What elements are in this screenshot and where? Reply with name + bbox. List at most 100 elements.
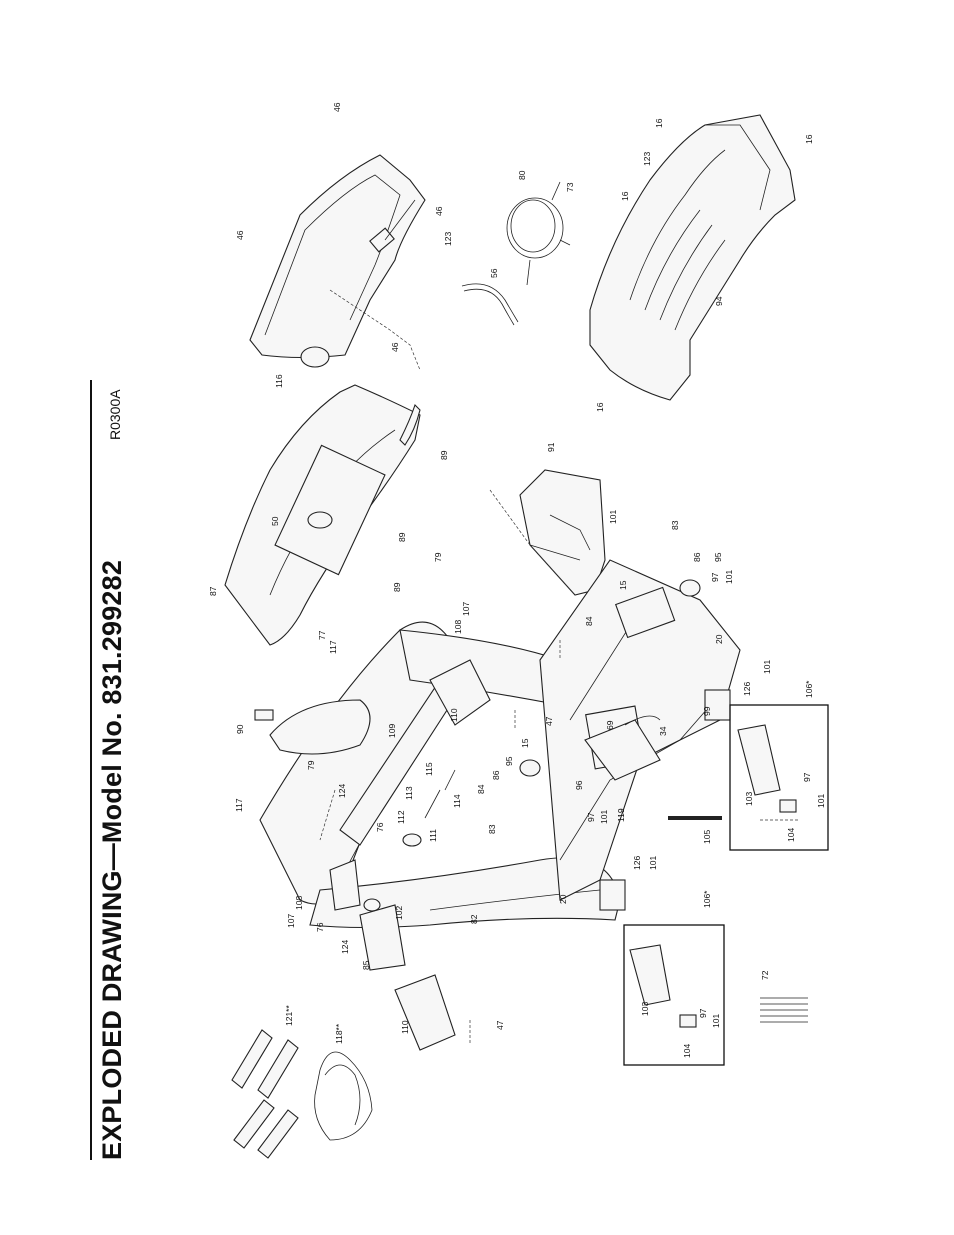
callout-label: 124 <box>337 784 347 798</box>
hardware-cluster-part <box>363 579 701 912</box>
callout-label: 72 <box>760 970 770 980</box>
wire-harness-part <box>461 283 519 326</box>
callout-label: 107 <box>286 914 296 928</box>
callout-label: 107 <box>461 602 471 616</box>
callout-label: 113 <box>404 786 414 800</box>
callout-label: 124 <box>340 940 350 954</box>
callout-label: 103 <box>744 792 754 806</box>
callout-label: 77 <box>317 630 327 640</box>
callout-label: 123 <box>642 152 652 166</box>
callout-label: 56 <box>489 268 499 278</box>
callout-label: 104 <box>786 828 796 842</box>
callout-label: 116 <box>274 374 284 388</box>
title-rule <box>90 380 92 1160</box>
callout-label: 86 <box>692 552 702 562</box>
callout-label: 126 <box>742 682 752 696</box>
callout-label: 97 <box>698 1008 708 1018</box>
callout-label: 97 <box>710 572 720 582</box>
callout-label: 83 <box>670 520 680 530</box>
callout-label: 94 <box>714 296 724 306</box>
callout-label: 79 <box>433 552 443 562</box>
callout-label: 16 <box>595 402 605 412</box>
callout-label: 91 <box>546 442 556 452</box>
handrail-part <box>254 679 461 846</box>
dumbbells-part <box>231 1029 299 1159</box>
callout-label: 79 <box>306 760 316 770</box>
console-part <box>224 384 421 646</box>
callout-label: 89 <box>397 532 407 542</box>
callout-label: 109 <box>387 724 397 738</box>
callout-label: 117 <box>328 640 338 654</box>
callout-label: 20 <box>714 634 724 644</box>
detail-box-right <box>729 704 829 851</box>
callout-label: 101 <box>711 1014 721 1028</box>
callout-label: 104 <box>682 1044 692 1058</box>
callout-label: 90 <box>235 724 245 734</box>
callout-label: 16 <box>804 134 814 144</box>
callout-label: 118** <box>334 1023 344 1044</box>
callout-label: 15 <box>520 738 530 748</box>
callout-label: 110 <box>449 708 459 722</box>
callout-label: 106* <box>702 890 712 908</box>
callout-label: 15 <box>618 580 628 590</box>
callout-label: 105 <box>702 830 712 844</box>
callout-label: 108 <box>453 620 463 634</box>
callout-label: 112 <box>396 810 406 824</box>
callout-label: 46 <box>390 342 400 352</box>
callout-label: 20 <box>558 894 568 904</box>
callout-label: 87 <box>208 586 218 596</box>
callout-label: 16 <box>654 118 664 128</box>
callout-label: 101 <box>648 856 658 870</box>
callout-label: 84 <box>476 784 486 794</box>
callout-labels: 46 46 46 46 123 116 56 80 73 16 16 16 16… <box>208 102 826 1058</box>
callout-label: 97 <box>586 812 596 822</box>
callout-label: 108 <box>294 896 304 910</box>
callout-label: 101 <box>608 510 618 524</box>
foot-leveler-part-right <box>737 724 797 813</box>
callout-label: 101 <box>816 794 826 808</box>
callout-label: 34 <box>658 726 668 736</box>
callout-label: 73 <box>565 182 575 192</box>
callout-label: 103 <box>640 1002 650 1016</box>
callout-label: 97 <box>802 772 812 782</box>
callout-label: 46 <box>434 206 444 216</box>
callout-label: 47 <box>544 716 554 726</box>
foot-leveler-part-left <box>629 944 697 1028</box>
callout-label: 96 <box>574 780 584 790</box>
callout-label: 85 <box>361 960 371 970</box>
callout-label: 117 <box>234 798 244 812</box>
callout-label: 101 <box>762 660 772 674</box>
bolt-set-part <box>760 997 808 1023</box>
callout-label: 111 <box>428 829 438 842</box>
callout-label: 121** <box>284 1005 294 1026</box>
upright-tube-part <box>329 659 491 1051</box>
motor-hood-part <box>249 154 426 368</box>
callout-label: 16 <box>620 191 630 201</box>
hood-cover-part <box>589 114 796 401</box>
callout-label: 50 <box>270 516 280 526</box>
callout-label: 76 <box>315 922 325 932</box>
callout-label: 86 <box>491 770 501 780</box>
callout-label: 84 <box>584 616 594 626</box>
detail-box-left <box>623 924 725 1066</box>
callout-label: 106* <box>804 680 814 698</box>
callout-label: 76 <box>375 822 385 832</box>
guard-plate-part <box>519 469 606 596</box>
callout-label: 119 <box>616 808 626 822</box>
callout-label: 95 <box>504 756 514 766</box>
callout-label: 83 <box>487 824 497 834</box>
callout-label: 46 <box>235 230 245 240</box>
callout-label: 89 <box>439 450 449 460</box>
callout-label: 115 <box>424 762 434 776</box>
callout-label: 99 <box>702 706 712 716</box>
callout-label: 110 <box>400 1020 410 1034</box>
callout-label: 114 <box>452 794 462 808</box>
power-cord-part <box>506 181 571 286</box>
callout-label: 101 <box>724 570 734 584</box>
callout-label: 80 <box>517 170 527 180</box>
callout-label: 46 <box>332 102 342 112</box>
callout-label: 82 <box>469 914 479 924</box>
callout-label: 95 <box>713 552 723 562</box>
heart-rate-strap-part <box>314 1051 373 1141</box>
